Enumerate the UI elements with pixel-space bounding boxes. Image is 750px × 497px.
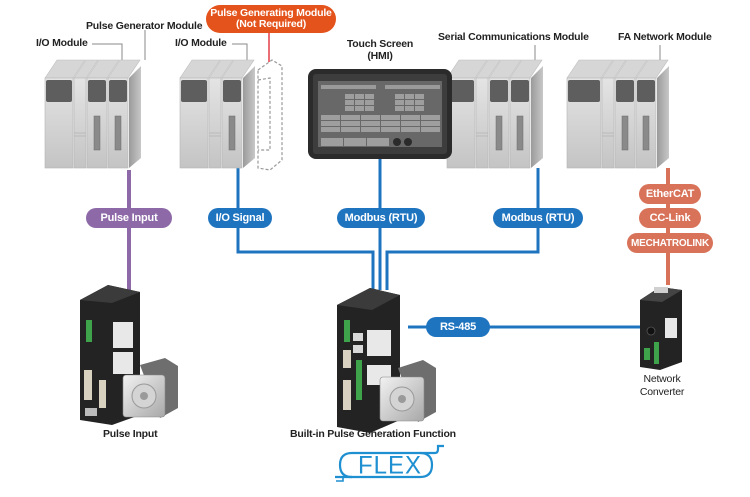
label-pulse-input-driver: Pulse Input xyxy=(103,428,158,440)
not-required-note: (Not Required) xyxy=(235,18,307,30)
label-hmi: (HMI) xyxy=(367,50,393,62)
plc-rack-io xyxy=(179,59,255,169)
modbus-serial-line xyxy=(385,168,540,290)
flex-logo-text: FLEX xyxy=(358,451,423,480)
label-network-converter: Network Converter xyxy=(632,373,692,399)
label-touch-screen-title: Touch Screen xyxy=(346,38,414,50)
pill-ethercat: EtherCAT xyxy=(639,184,701,204)
pill-io-signal: I/O Signal xyxy=(208,208,272,228)
touch-screen-hmi xyxy=(308,69,452,159)
pulse-generating-module-title: Pulse Generating Module xyxy=(210,7,332,19)
leader-io-left xyxy=(92,43,123,62)
label-pulse-generator-module: Pulse Generator Module xyxy=(86,20,203,32)
not-required-module-outline xyxy=(257,59,283,171)
stepper-motor-center xyxy=(379,360,436,422)
network-converter-device xyxy=(640,287,682,370)
label-network-converter-line2: Converter xyxy=(639,386,685,398)
plc-rack-pulse-generator xyxy=(44,59,141,169)
label-serial-communications-module: Serial Communications Module xyxy=(438,31,589,43)
flex-logo xyxy=(335,444,444,482)
pulse-generating-module-badge: Pulse Generating Module (Not Required) xyxy=(206,5,336,33)
label-io-module-right: I/O Module xyxy=(175,37,227,49)
pill-rs485: RS-485 xyxy=(426,317,490,337)
io-signal-line xyxy=(236,168,375,290)
stepper-motor-left xyxy=(122,358,178,418)
pill-pulse-input: Pulse Input xyxy=(86,208,172,228)
plc-rack-serial xyxy=(446,59,543,169)
pill-mechatrolink: MECHATROLINK xyxy=(627,233,713,253)
label-builtin-function: Built-in Pulse Generation Function xyxy=(290,428,456,440)
label-fa-network-module: FA Network Module xyxy=(618,31,712,43)
label-io-module-left: I/O Module xyxy=(36,37,88,49)
pill-modbus-hmi: Modbus (RTU) xyxy=(337,208,425,228)
pill-cc-link: CC-Link xyxy=(639,208,701,228)
label-touch-screen: Touch Screen (HMI) xyxy=(335,38,425,62)
plc-racks xyxy=(44,59,669,169)
pill-modbus-serial: Modbus (RTU) xyxy=(493,208,583,228)
leader-io-right xyxy=(232,43,248,62)
pulse-input-driver xyxy=(80,285,140,425)
label-network-converter-line1: Network xyxy=(643,373,681,385)
plc-rack-fa-network xyxy=(566,59,669,169)
